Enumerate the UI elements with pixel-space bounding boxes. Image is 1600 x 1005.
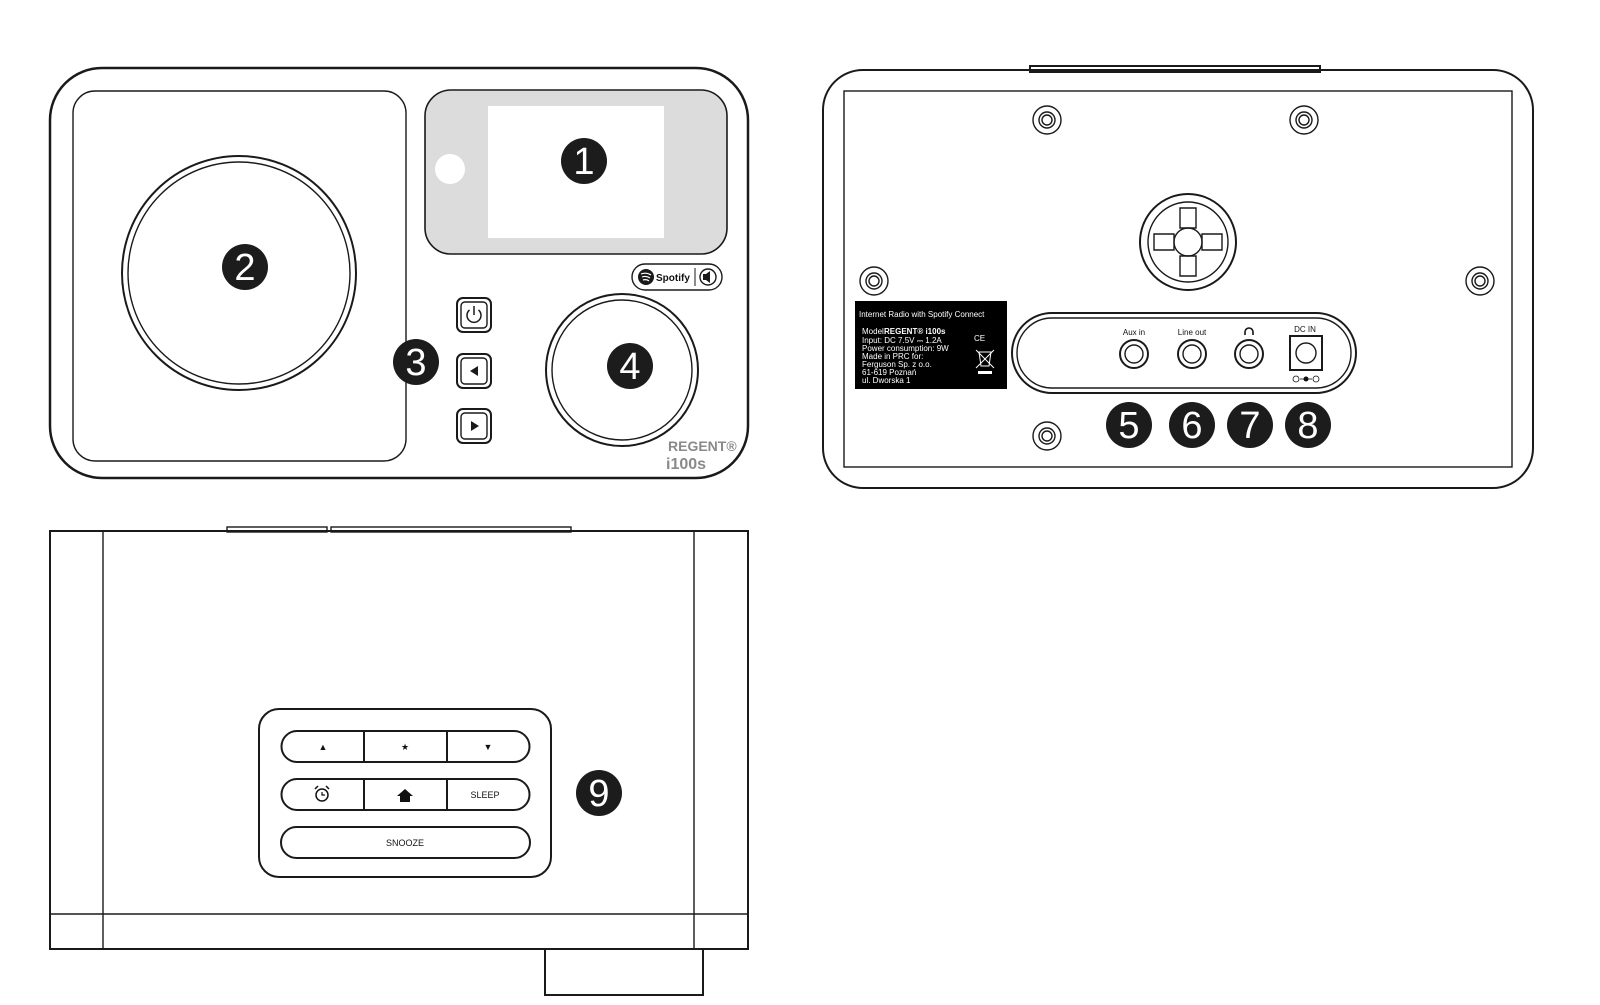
back-panel	[843, 90, 1513, 468]
screw	[1032, 421, 1062, 451]
svg-text:8: 8	[1297, 405, 1318, 447]
spotify-badge: Spotify	[631, 263, 723, 291]
front-body	[48, 66, 750, 480]
aux-in-jack[interactable]	[1119, 339, 1149, 369]
down-arrow-icon: ▼	[484, 742, 493, 752]
svg-text:9: 9	[588, 773, 609, 815]
label-made-in: Made in PRC for:	[862, 352, 923, 361]
weee-bin-icon	[975, 349, 995, 374]
control-knob-outer[interactable]	[545, 293, 699, 447]
svg-text:6: 6	[1181, 405, 1202, 447]
up-arrow-icon: ▲	[319, 742, 328, 752]
down-button[interactable]: ▼	[446, 730, 531, 763]
speaker-grille-outer	[121, 155, 357, 391]
rating-label: Internet Radio with Spotify Connect Mode…	[855, 301, 1007, 389]
label-company: Ferguson Sp. z o.o.	[862, 360, 932, 369]
snooze-button[interactable]: SNOOZE	[280, 826, 531, 859]
callout-1: 1	[561, 138, 607, 184]
svg-text:7: 7	[1239, 405, 1260, 447]
callout-9: 9	[576, 770, 622, 816]
label-title: Internet Radio with Spotify Connect	[859, 310, 985, 319]
spotify-badge-text: Spotify	[656, 273, 690, 284]
callout-3: 3	[393, 339, 439, 385]
power-button[interactable]	[456, 297, 492, 333]
label-model-name: REGENT® i100s	[884, 327, 946, 336]
screw	[1465, 266, 1495, 296]
top-button-panel	[258, 708, 552, 878]
top-body	[49, 530, 749, 950]
callout-2: 2	[222, 244, 268, 290]
headphone-icon	[1244, 327, 1254, 335]
bottom-foot	[544, 948, 704, 996]
power-icon	[466, 306, 482, 324]
jack-panel: Aux in Line out DC IN	[1011, 312, 1357, 394]
ce-mark: CE	[974, 334, 985, 343]
svg-text:3: 3	[405, 342, 426, 384]
callout-5: 5	[1106, 402, 1152, 448]
snooze-button-label: SNOOZE	[386, 838, 424, 848]
back-body	[822, 69, 1534, 489]
polarity-icon	[1292, 375, 1320, 383]
speaker-grille-inner	[127, 161, 351, 385]
prev-button[interactable]	[456, 353, 492, 389]
brand-logo: REGENT®	[668, 438, 737, 454]
callout-7: 7	[1227, 402, 1273, 448]
line-out-label: Line out	[1178, 328, 1207, 337]
home-button[interactable]	[363, 778, 448, 811]
mount-port	[1139, 193, 1237, 291]
label-input: Input: DC 7.5V ⎓ 1.2A	[862, 336, 942, 345]
screw	[1032, 105, 1062, 135]
ir-sensor	[435, 154, 465, 184]
dc-in-label: DC IN	[1294, 325, 1316, 334]
label-postcode: 61-619 Poznań	[862, 368, 916, 377]
label-power: Power consumption: 9W	[862, 344, 949, 353]
callout-4: 4	[607, 343, 653, 389]
screw	[859, 266, 889, 296]
callout-8: 8	[1285, 402, 1331, 448]
sleep-button-label: SLEEP	[470, 790, 499, 800]
speaker-panel	[72, 90, 407, 462]
top-view: ▲ ★ ▼ SLEEP SN	[49, 526, 749, 996]
svg-text:2: 2	[234, 247, 255, 289]
home-icon	[397, 789, 413, 802]
next-icon	[471, 421, 479, 431]
alarm-clock-icon	[314, 785, 330, 802]
callout-6: 6	[1169, 402, 1215, 448]
star-icon: ★	[401, 742, 409, 752]
next-button[interactable]	[456, 408, 492, 444]
label-model-prefix: Model:	[862, 327, 886, 336]
up-button[interactable]: ▲	[280, 730, 365, 763]
aux-in-label: Aux in	[1123, 328, 1145, 337]
screw	[1289, 105, 1319, 135]
line-out-jack[interactable]	[1177, 339, 1207, 369]
svg-text:1: 1	[573, 141, 594, 183]
favorite-button[interactable]: ★	[363, 730, 448, 763]
speaker-icon	[699, 268, 717, 286]
dc-in-jack[interactable]	[1289, 335, 1323, 371]
svg-text:5: 5	[1118, 405, 1139, 447]
sleep-button[interactable]: SLEEP	[446, 778, 531, 811]
alarm-button[interactable]	[280, 778, 365, 811]
control-knob-inner	[551, 299, 693, 441]
model-logo: i100s	[666, 456, 706, 473]
front-view: Spotify	[48, 66, 750, 480]
prev-icon	[470, 366, 478, 376]
label-street: ul. Dworska 1	[862, 376, 911, 385]
back-view: Internet Radio with Spotify Connect Mode…	[822, 65, 1534, 489]
svg-text:4: 4	[619, 346, 640, 388]
headphone-jack[interactable]	[1234, 339, 1264, 369]
